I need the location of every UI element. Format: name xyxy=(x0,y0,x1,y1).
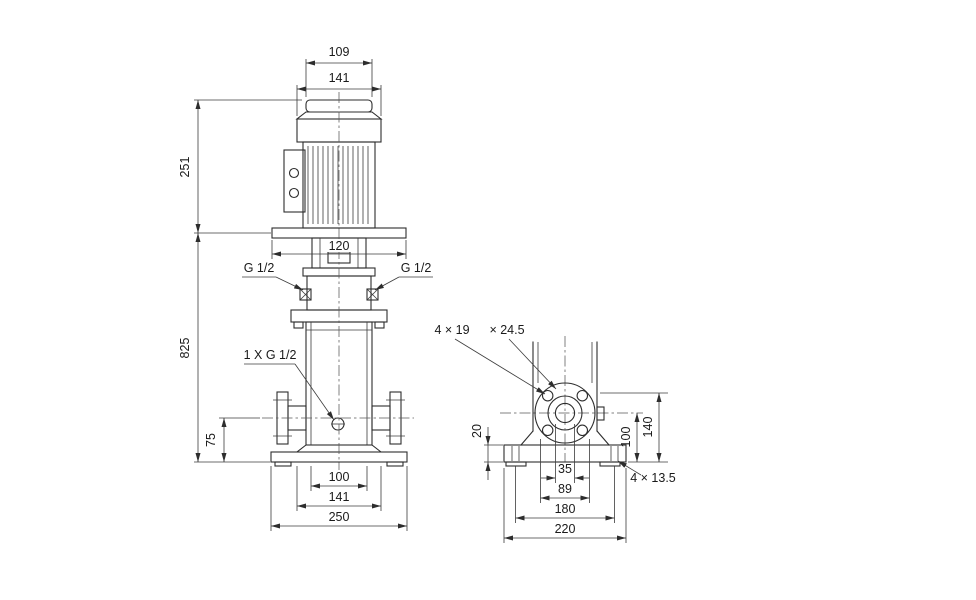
dim-motor-width-label: 141 xyxy=(329,71,350,85)
dim-port-bore: 35 xyxy=(541,424,589,483)
label-gauge-port-right: G 1/2 xyxy=(374,261,433,291)
dim-port-height-label: 75 xyxy=(204,433,218,447)
dim-motor-length: 251 xyxy=(178,99,302,234)
front-view: 109 141 251 825 75 xyxy=(178,45,433,531)
drain-port-leader xyxy=(294,363,335,421)
head-bolt-left xyxy=(293,321,304,329)
dim-bolt-circle: 89 xyxy=(540,439,590,503)
flange-raised-face xyxy=(547,395,583,431)
gauge-port-left-label: G 1/2 xyxy=(244,261,275,275)
port-flange xyxy=(534,382,596,444)
base-foot-right xyxy=(599,461,621,467)
bolt-hole-top-left xyxy=(541,389,554,402)
foot-left xyxy=(274,461,292,467)
dim-base-plate-thickness-label: 20 xyxy=(470,424,484,438)
dim-base-width: 250 xyxy=(270,466,408,531)
dim-coupling-width: 120 xyxy=(271,239,407,259)
dim-pump-height-label: 825 xyxy=(178,338,192,359)
flange-bolt-holes-label: 4 × 19 xyxy=(434,323,469,337)
bolt-hole-bottom-right xyxy=(576,424,589,437)
bolt-hole-top-right xyxy=(576,389,589,402)
dim-port-centerline-height: 100 xyxy=(619,413,668,463)
dim-port-spacing-label: 100 xyxy=(329,470,350,484)
dim-flange-height: 140 xyxy=(600,392,668,462)
terminal-box xyxy=(283,149,306,213)
label-drain-port: 1 X G 1/2 xyxy=(244,348,335,421)
label-gauge-port-left: G 1/2 xyxy=(242,261,304,291)
drain-port-label: 1 X G 1/2 xyxy=(244,348,297,362)
gauge-port-left-leader xyxy=(275,276,304,291)
dim-motor-width: 141 xyxy=(296,71,382,116)
dim-motor-length-label: 251 xyxy=(178,157,192,178)
gauge-port-right-leader xyxy=(374,276,400,291)
base-hole-edges xyxy=(511,446,619,461)
cable-gland-bottom xyxy=(288,187,300,199)
dim-base-hole-spacing-label: 180 xyxy=(555,502,576,516)
flange-bolt-holes-leader xyxy=(454,338,546,395)
bolt-hole-bottom-left xyxy=(541,424,554,437)
gauge-port-right xyxy=(366,288,379,301)
base-foot-left xyxy=(505,461,527,467)
dim-base-width-label: 250 xyxy=(329,510,350,524)
dim-sleeve-width-label: 141 xyxy=(329,490,350,504)
dim-sleeve-width: 141 xyxy=(296,466,382,511)
flange-counterbore-label: × 24.5 xyxy=(489,323,524,337)
label-base-bolt-holes: 4 × 13.5 xyxy=(617,460,676,485)
gauge-port-left xyxy=(299,288,312,301)
dim-base-plate-width-label: 220 xyxy=(555,522,576,536)
dim-motor-top-width-label: 109 xyxy=(329,45,350,59)
dim-base-plate-thickness: 20 xyxy=(470,424,503,480)
motor-fins xyxy=(307,146,369,224)
head-bolt-right xyxy=(374,321,385,329)
dim-port-spacing: 100 xyxy=(310,466,368,491)
dim-port-centerline-height-label: 100 xyxy=(619,427,633,448)
flange-counterbore-leader xyxy=(508,338,557,390)
foot-right xyxy=(386,461,404,467)
base-bolt-holes-leader xyxy=(617,460,642,476)
dim-pump-height: 825 xyxy=(178,233,270,463)
dim-bolt-circle-label: 89 xyxy=(558,482,572,496)
dim-port-bore-label: 35 xyxy=(558,462,572,476)
dim-base-plate-width: 220 xyxy=(503,468,627,543)
drain-plug xyxy=(331,417,345,431)
label-flange-counterbore: × 24.5 xyxy=(489,323,557,390)
dim-flange-height-label: 140 xyxy=(641,417,655,438)
flange-outer xyxy=(534,382,596,444)
side-view: 4 × 19 × 24.5 20 100 140 xyxy=(434,323,676,543)
gauge-port-right-label: G 1/2 xyxy=(401,261,432,275)
label-flange-bolt-holes: 4 × 19 xyxy=(434,323,546,395)
base-bolt-holes-label: 4 × 13.5 xyxy=(630,471,676,485)
dim-coupling-width-label: 120 xyxy=(329,239,350,253)
flange-bore xyxy=(554,402,576,424)
dim-port-height: 75 xyxy=(204,417,260,462)
cable-gland-top xyxy=(288,167,300,179)
dim-base-hole-spacing: 180 xyxy=(515,466,615,523)
side-port-plug xyxy=(596,406,605,421)
